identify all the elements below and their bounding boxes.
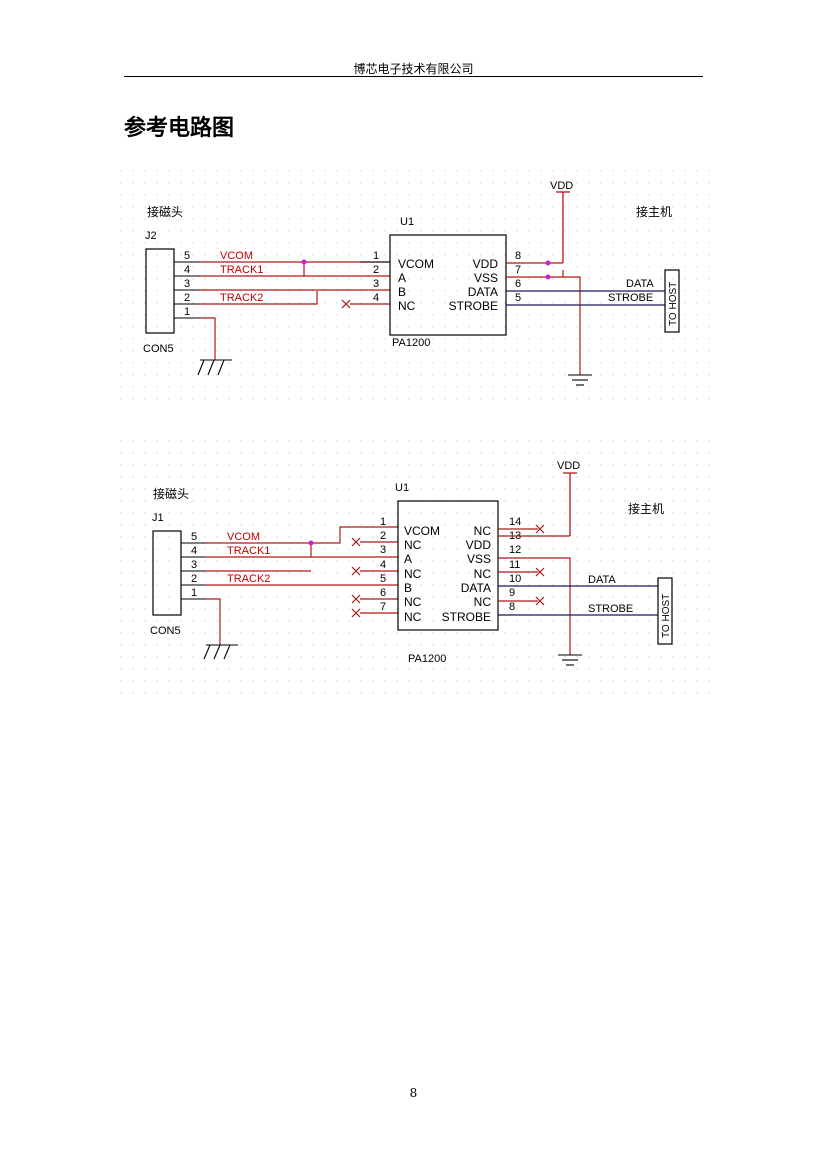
ic-left-pin-name: B xyxy=(398,285,406,299)
ic-left-pin-num: 4 xyxy=(380,559,386,571)
vdd-label: VDD xyxy=(550,180,573,192)
conn-pin-1: 1 xyxy=(184,306,190,318)
connector-j1 xyxy=(152,530,182,616)
net-label-vcom: VCOM xyxy=(227,531,260,543)
junction-dot xyxy=(545,260,551,266)
conn-pin-4: 4 xyxy=(184,264,190,276)
ic-pa1200 xyxy=(397,500,499,631)
connector-type: CON5 xyxy=(150,625,181,637)
ic-right-pin-num: 8 xyxy=(515,250,521,262)
ic-right-pin-num: 14 xyxy=(509,516,521,528)
grid-background xyxy=(120,440,710,695)
host-signal-strobe: STROBE xyxy=(608,292,653,304)
section-title: 参考电路图 xyxy=(124,116,235,141)
ic-right-pin-name: VDD xyxy=(466,538,492,552)
ic-part: PA1200 xyxy=(408,653,446,665)
ic-right-pin-name: VSS xyxy=(474,271,498,285)
conn-pin-2: 2 xyxy=(184,292,190,304)
to-host-label: TO HOST xyxy=(661,594,672,638)
connector-ref: J1 xyxy=(152,512,164,524)
ic-left-pin-name: NC xyxy=(398,299,416,313)
to-host-label: TO HOST xyxy=(668,282,679,326)
net-label-track2: TRACK2 xyxy=(227,573,270,585)
to-host-connector xyxy=(657,577,673,645)
ic-left-pin-name: B xyxy=(404,581,412,595)
ic-left-pin-name: NC xyxy=(404,538,422,552)
host-title: 接主机 xyxy=(628,501,664,516)
ic-right-pin-name: DATA xyxy=(468,285,498,299)
ic-right-pin-name: VSS xyxy=(467,552,491,566)
ic-left-pin-name: A xyxy=(398,271,406,285)
ic-ref: U1 xyxy=(400,216,414,228)
ic-left-pin-num: 2 xyxy=(380,530,386,542)
conn-pin-5: 5 xyxy=(191,531,197,543)
schematic-pa1200-8pin: VDD 接磁头 J2 U1 接主机 CON5 5 4 3 2 1 VCOM TR… xyxy=(120,170,710,410)
ic-right-pin-name: STROBE xyxy=(449,299,498,313)
ic-right-pin-num: 9 xyxy=(509,587,515,599)
ic-left-pin-num: 6 xyxy=(380,587,386,599)
page-number: 8 xyxy=(409,1086,418,1100)
conn-pin-4: 4 xyxy=(191,545,197,557)
junction-dot xyxy=(301,259,307,265)
header-rule xyxy=(124,76,703,77)
conn-pin-2: 2 xyxy=(191,573,197,585)
schematic-pa1200-14pin: VDD 接磁头 J1 U1 接主机 CON5 5 4 3 2 1 VCOM xyxy=(120,440,710,695)
ic-left-pin-num: 4 xyxy=(373,292,379,304)
ic-left-pin-num: 5 xyxy=(380,573,386,585)
host-title: 接主机 xyxy=(636,204,672,219)
ic-left-pin-name: VCOM xyxy=(404,524,440,538)
ic-left-pin-name: NC xyxy=(404,567,422,581)
ic-right-pin-num: 5 xyxy=(515,292,521,304)
ic-left-pin-num: 7 xyxy=(380,601,386,613)
connector-ref: J2 xyxy=(145,230,157,242)
connector-title: 接磁头 xyxy=(147,204,183,219)
ic-left-pin-name: A xyxy=(404,552,412,566)
net-label-track2: TRACK2 xyxy=(220,292,263,304)
ic-left-pin-num: 1 xyxy=(380,516,386,528)
ic-part: PA1200 xyxy=(392,337,430,349)
ic-left-pin-name: NC xyxy=(404,595,422,609)
conn-pin-3: 3 xyxy=(191,559,197,571)
junction-dot xyxy=(308,540,314,546)
ic-left-pin-name: VCOM xyxy=(398,257,434,271)
ic-pa1200 xyxy=(389,234,507,336)
ic-right-pin-num: 8 xyxy=(509,601,515,613)
ic-right-pin-name: DATA xyxy=(461,581,491,595)
ic-right-pin-name: STROBE xyxy=(442,610,491,624)
net-label-track1: TRACK1 xyxy=(227,545,270,557)
ic-left-pin-num: 2 xyxy=(373,264,379,276)
ic-right-pin-num: 11 xyxy=(509,559,520,571)
ic-right-pin-num: 12 xyxy=(509,544,521,556)
ic-left-pin-name: NC xyxy=(404,610,422,624)
ic-right-pin-name: NC xyxy=(474,595,492,609)
host-signal-data: DATA xyxy=(626,278,654,290)
net-label-vcom: VCOM xyxy=(220,250,253,262)
ic-left-pin-num: 3 xyxy=(380,544,386,556)
conn-pin-5: 5 xyxy=(184,250,190,262)
ic-left-pin-num: 3 xyxy=(373,278,379,290)
to-host-connector xyxy=(664,269,680,333)
connector-type: CON5 xyxy=(143,343,174,355)
page-header-company: 博芯电子技术有限公司 xyxy=(353,62,474,76)
conn-pin-3: 3 xyxy=(184,278,190,290)
ic-right-pin-name: NC xyxy=(474,524,492,538)
junction-dot xyxy=(545,274,551,280)
ic-right-pin-num: 6 xyxy=(515,278,521,290)
ic-right-pin-name: VDD xyxy=(473,257,499,271)
net-label-track1: TRACK1 xyxy=(220,264,263,276)
ic-right-pin-num: 7 xyxy=(515,264,521,276)
vdd-label: VDD xyxy=(557,460,580,472)
conn-pin-1: 1 xyxy=(191,587,197,599)
ic-right-pin-name: NC xyxy=(474,567,492,581)
connector-title: 接磁头 xyxy=(153,486,189,501)
ic-right-pin-num: 10 xyxy=(509,573,521,585)
connector-j2 xyxy=(145,248,175,334)
host-signal-strobe: STROBE xyxy=(588,603,633,615)
ic-left-pin-num: 1 xyxy=(373,250,379,262)
host-signal-data: DATA xyxy=(588,574,616,586)
ic-ref: U1 xyxy=(395,482,409,494)
